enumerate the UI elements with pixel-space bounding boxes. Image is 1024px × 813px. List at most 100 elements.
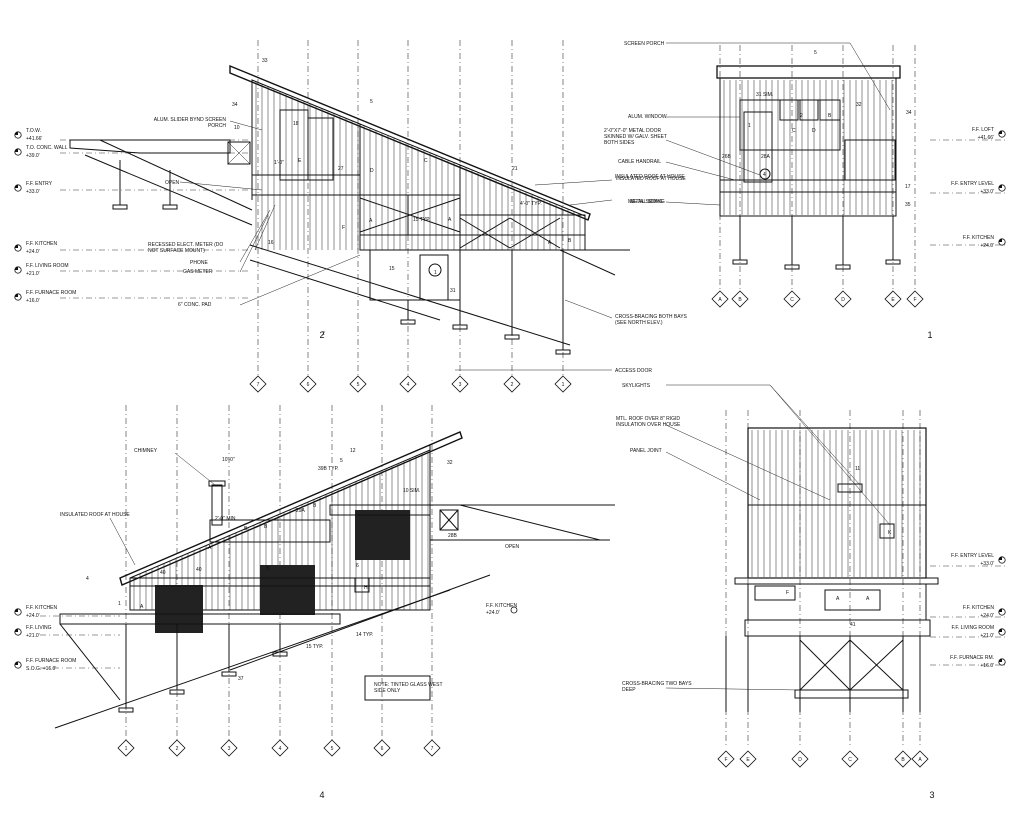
view-number-3: 3	[929, 790, 934, 800]
view4-tag: 6	[356, 563, 359, 569]
view4-level-marker	[14, 608, 22, 616]
view4-grid-bubble	[117, 739, 135, 757]
view3-tag: A	[836, 596, 840, 602]
view-number-4: 4	[319, 790, 324, 800]
view1-tag: 31 SIM.	[756, 92, 773, 98]
view4-grid-bubble	[168, 739, 186, 757]
view2-tag: 18	[293, 121, 299, 127]
view4-tag: 10'-0"	[222, 457, 235, 463]
view2-tag: A	[548, 240, 552, 246]
view2-level-name: F.F. KITCHEN	[26, 241, 58, 247]
view2-grid-label: 3	[459, 382, 462, 388]
view4-grid-label: 6	[381, 746, 384, 752]
view3-grid-bubble	[717, 750, 735, 768]
view3-grid-label: C	[848, 757, 852, 763]
view4-callout: OPEN	[505, 544, 520, 550]
view2-grid-bubble	[349, 375, 367, 393]
view2-tag: 4'-0" TYP.	[520, 201, 542, 207]
view4-grid-bubble	[373, 739, 391, 757]
deck-view-2	[251, 174, 630, 276]
view2-level-value: +21.0'	[26, 271, 40, 277]
view1-level-name: F.F. ENTRY LEVEL	[951, 181, 994, 187]
view4-tag: 14 TYP.	[356, 632, 373, 638]
view4-level-value: +21.0'	[26, 633, 40, 639]
view2-tag: 31	[450, 288, 456, 294]
view4-tag: A	[208, 545, 212, 551]
grid-lines-view-2	[257, 40, 564, 375]
view4-tag: H	[364, 585, 368, 591]
view1-level-name: F.F. KITCHEN	[963, 235, 995, 241]
view2-tag: B	[568, 238, 572, 244]
view2-grid-bubble	[503, 375, 521, 393]
view1-tag: 32	[856, 102, 862, 108]
view3-grid-bubble	[791, 750, 809, 768]
view4-tag: 40	[196, 567, 202, 573]
roof-view-2	[229, 64, 591, 221]
view2-grid-label: 7	[257, 382, 260, 388]
view2-level-marker	[14, 184, 22, 192]
view4-grid-label: 4	[279, 746, 282, 752]
view3-grid-label: A	[918, 757, 922, 763]
view2-level-marker	[14, 266, 22, 274]
view4-grid-bubble	[423, 739, 441, 757]
view4-level-marker	[14, 661, 22, 669]
view3-grid-label: B	[901, 757, 905, 763]
view1-grid-label: E	[891, 297, 895, 303]
entry-stair-view-2	[69, 139, 571, 346]
view3-level-value: +24.0'	[980, 613, 994, 619]
view2-level-name: F.F. ENTRY	[26, 181, 53, 187]
view4-tag: 39B TYP.	[318, 466, 339, 472]
view2-tag: 27	[338, 166, 344, 172]
view3-grid-bubble	[739, 750, 757, 768]
view4-grid-label: 3	[228, 746, 231, 752]
view4-tag: 37	[238, 676, 244, 682]
lower-house-view-2	[369, 249, 461, 301]
elevation-view-4	[40, 405, 615, 740]
view3-grid-label: E	[746, 757, 750, 763]
view2-tag: D	[370, 168, 374, 174]
view4-kitchen-marker	[510, 606, 518, 614]
view3-level-marker	[998, 658, 1006, 666]
elevation-view-2	[60, 40, 630, 375]
annotation-layer: T.O.W.+41.66'T.O. CONC. WALL+39.0'F.F. E…	[14, 41, 1006, 800]
view4-tag: 32	[447, 460, 453, 466]
view2-callout: INSULATED ROOF AT HOUSE	[615, 174, 685, 180]
view1-tag: D	[812, 128, 816, 134]
view4-tag: 4	[86, 576, 89, 582]
view1-tag: C	[792, 128, 796, 134]
view1-tag: 17	[905, 184, 911, 190]
view2-tag: 34	[232, 102, 238, 108]
view4-tag: 40	[160, 570, 166, 576]
view4-tag: B	[264, 524, 268, 530]
view4-tag: B	[313, 503, 317, 509]
view1-tag: 2	[800, 113, 803, 119]
view3-level-marker	[998, 608, 1006, 616]
view3-level-name: F.F. ENTRY LEVEL	[951, 553, 994, 559]
view2-callout: PHONE	[190, 260, 208, 266]
view4-kitchen-tag-value: +24.0'	[486, 610, 500, 616]
upper-walls-view-2	[227, 79, 586, 251]
view4-grid-label: 7	[431, 746, 434, 752]
view4-callout: INSULATED ROOF AT HOUSE	[60, 512, 130, 518]
view4-tag: 1	[118, 601, 121, 607]
view4-tag: B	[244, 526, 248, 532]
view2-tag: C	[424, 158, 428, 164]
view3-grid-bubble	[911, 750, 929, 768]
view3-level-name: F.F. KITCHEN	[963, 605, 995, 611]
view3-level-value: +33.0'	[980, 561, 994, 567]
view4-grid-bubble	[271, 739, 289, 757]
view4-tag: 29A	[296, 508, 306, 514]
view2-grid-bubble	[299, 375, 317, 393]
view2-tag: 2	[322, 331, 325, 337]
view4-callout: CHIMNEY	[134, 448, 158, 454]
view-number-1: 1	[927, 330, 932, 340]
view2-tag: 5	[370, 99, 373, 105]
view2-tag: A	[369, 218, 373, 224]
view3-grid-bubble	[841, 750, 859, 768]
view1-level-marker	[998, 130, 1006, 138]
view3-level-value: +21.0'	[980, 633, 994, 639]
